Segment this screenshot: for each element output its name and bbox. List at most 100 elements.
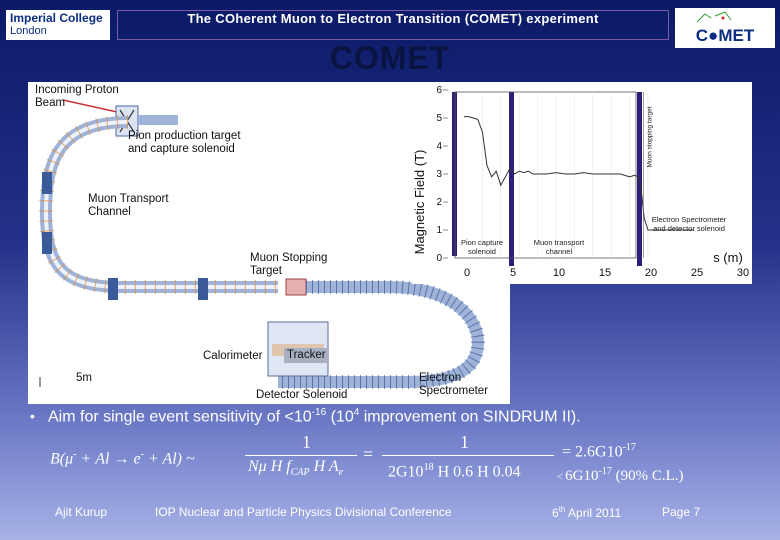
eq-result-a: = 2.6G10: [562, 443, 623, 461]
pion-target-label-1: Pion production target: [128, 130, 241, 142]
muon-stopping-target-shape: [285, 278, 307, 296]
bullet-dot: •: [30, 408, 35, 424]
eq-limit-a: 6G10: [565, 468, 599, 484]
eq-lhs-a: B(μ: [50, 450, 74, 468]
fraction-bar-1: [245, 455, 357, 456]
x-axis-label: s (m): [713, 250, 743, 265]
y-tick-label: 6: [436, 85, 442, 96]
eq-den1-sub-cap: CAP: [290, 467, 310, 479]
bullet-exp-a: -16: [311, 407, 327, 418]
support-block: [42, 172, 52, 194]
calorimeter-label: Calorimeter: [203, 350, 263, 362]
beamline-diagram: Incoming Proton Beam Pion production tar…: [28, 82, 510, 404]
footer-author: Ajit Kurup: [55, 505, 108, 519]
detector-solenoid-label: Detector Solenoid: [256, 389, 348, 401]
eq-result: = 2.6G10-17: [562, 442, 636, 461]
electron-spec-annotation-1: Electron Spectrometer: [652, 215, 727, 224]
support-block: [42, 232, 52, 254]
electron-label: Electron: [419, 372, 462, 384]
bullet-text-c: improvement on SINDRUM II).: [359, 408, 581, 426]
highlight-bar: [509, 92, 514, 266]
comet-logo-text: C●MET: [696, 26, 755, 45]
highlight-bar: [452, 92, 457, 256]
support-block: [198, 278, 208, 300]
pion-capture-annotation-1: Pion capture: [461, 238, 503, 247]
pion-target-label-2: and capture solenoid: [128, 143, 235, 155]
field-curve-line: [464, 116, 694, 231]
imperial-college-logo: Imperial College London: [6, 10, 110, 40]
pion-capture-annotation-2: solenoid: [468, 247, 496, 256]
bullet-text-b: (10: [326, 408, 354, 426]
muon-transport-label-1: Muon Transport: [88, 193, 169, 205]
stopping-target-annotation: Muon stopping target: [646, 106, 653, 167]
eq-equals: =: [363, 444, 374, 464]
incoming-proton-label: Incoming Proton: [35, 84, 119, 96]
eq-limit-pre: <: [557, 472, 566, 483]
beam-label: Beam: [35, 97, 66, 109]
comet-heading: COMET: [329, 40, 451, 76]
y-axis-label: Magnetic Field (T): [412, 150, 427, 255]
bullet-exp-b: 4: [353, 407, 360, 418]
eq-limit: < 6G10-17 (90% C.L.): [557, 466, 683, 485]
eq-den1: Nμ H f: [248, 458, 291, 475]
eq-result-exp: -17: [622, 442, 636, 453]
eq-denominator-1: Nμ H fCAP H Ae: [248, 458, 343, 478]
eq-den2-b: H 0.6 H 0.04: [433, 463, 521, 481]
tracker-label: Tracker: [284, 348, 329, 363]
eq-lhs-c: + Al) ~: [143, 450, 195, 468]
x-tick-label: 15: [599, 267, 611, 279]
muon-stopping-label-1: Muon Stopping: [250, 252, 328, 264]
plot-frame: [454, 91, 637, 259]
footer-date: 6th April 2011: [552, 505, 621, 520]
slide-title-bar: The COherent Muon to Electron Transition…: [117, 10, 669, 40]
bullet-text-a: Aim for single event sensitivity of <10: [48, 408, 312, 426]
footer-page: Page 7: [662, 505, 701, 519]
sensitivity-bullet: Aim for single event sensitivity of <10-…: [48, 407, 581, 426]
x-tick-label: 20: [645, 267, 657, 279]
footer-date-a: 6: [552, 506, 559, 520]
muon-transport-label-2: Channel: [88, 206, 131, 218]
x-tick-label: 10: [553, 267, 565, 279]
x-tick-label: 30: [737, 267, 749, 279]
fraction-bar-2: [382, 455, 554, 456]
muon-stopping-label-2: Target: [250, 265, 282, 277]
eq-den1-mid: H A: [309, 458, 339, 475]
footer-date-sup: th: [558, 505, 566, 514]
eq-limit-b: (90% C.L.): [611, 468, 684, 484]
spectrometer-label: Spectrometer: [419, 385, 489, 397]
support-block: [108, 278, 118, 300]
eq-numerator-2: 1: [460, 432, 469, 452]
footer-date-b: April 2011: [565, 506, 622, 520]
muon-transport-annotation-1: Muon transport: [534, 238, 585, 247]
electron-spec-annotation-2: and detector solenoid: [653, 224, 725, 233]
eq-lhs-minus: -: [73, 449, 77, 460]
eq-lhs-b: + Al → e: [76, 450, 141, 468]
y-tick-label: 0: [436, 253, 442, 264]
eq-lhs-minus-2: -: [140, 449, 144, 460]
x-tick-label: 5: [510, 267, 516, 279]
footer-conference: IOP Nuclear and Particle Physics Divisio…: [155, 505, 452, 519]
eq-den2-a: 2G10: [388, 463, 424, 481]
y-tick-label: 1: [436, 225, 442, 236]
comet-logo-graphic: C●MET: [696, 11, 755, 45]
y-tick-label: 2: [436, 197, 442, 208]
y-tick-label: 4: [436, 141, 442, 152]
muon-transport-annotation-2: channel: [546, 247, 573, 256]
scale-label: 5m: [76, 372, 92, 384]
x-tick-label: 0: [464, 267, 470, 279]
comet-logo: C●MET: [675, 8, 775, 48]
x-tick-label: 25: [691, 267, 703, 279]
eq-denominator-2: 2G1018 H 0.6 H 0.04: [388, 462, 521, 481]
slide-title: The COherent Muon to Electron Transition…: [187, 11, 599, 26]
equation-lhs: B(μ- + Al → e- + Al) ~: [50, 449, 195, 468]
eq-den1-sub-e: e: [338, 467, 344, 479]
logo-line-2: London: [10, 25, 47, 37]
y-tick-label: 3: [436, 169, 442, 180]
logo-line-1: Imperial College: [10, 11, 103, 25]
eq-limit-exp: -17: [598, 466, 612, 477]
y-tick-label: 5: [436, 113, 442, 124]
eq-den2-exp: 18: [423, 462, 434, 473]
eq-numerator-1: 1: [302, 432, 311, 452]
